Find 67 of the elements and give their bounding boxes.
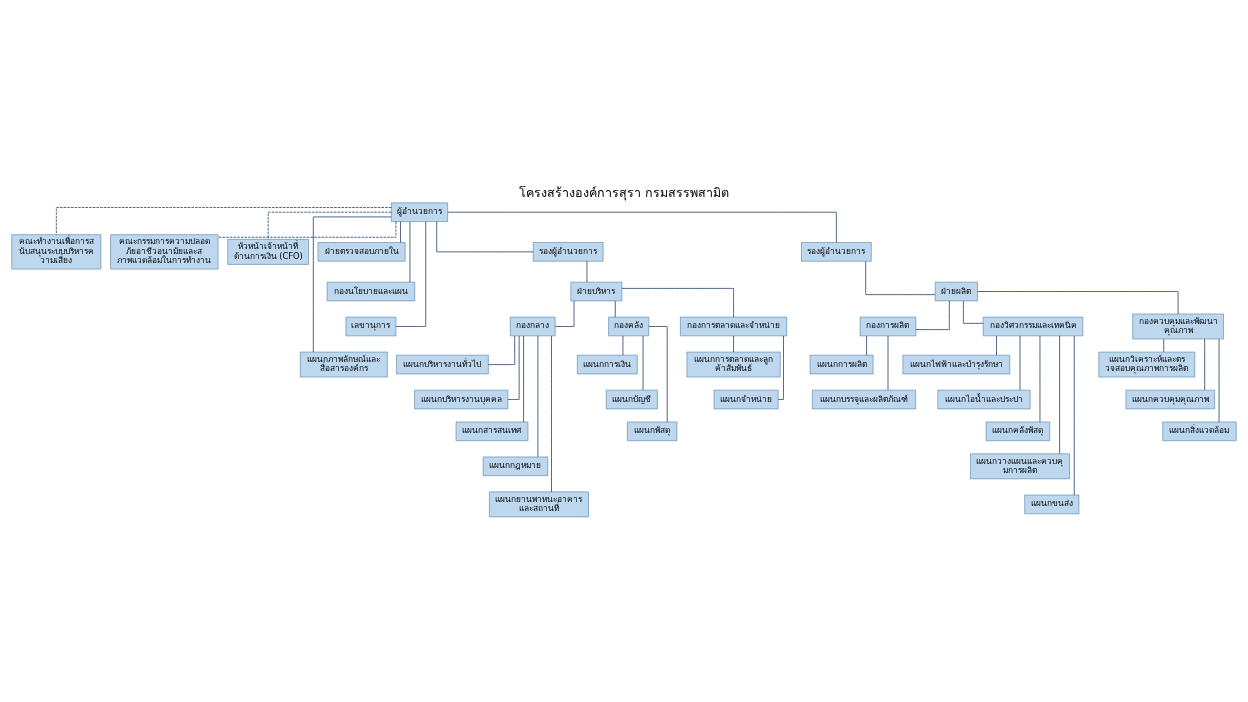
connector <box>488 335 516 365</box>
node-box: แผนกวิเคราะห์และตรวจสอบคุณภาพการผลิต <box>1098 351 1196 378</box>
node-box: ฝ่ายผลิต <box>934 281 978 302</box>
connector <box>614 300 616 318</box>
connector <box>447 211 837 243</box>
connector <box>996 335 997 356</box>
connector <box>733 335 734 353</box>
connector <box>1073 335 1075 496</box>
connector <box>436 221 534 253</box>
node-box: แผนกไฟฟ้าและบำรุงรักษา <box>902 354 1011 375</box>
node-box: แผนกกฎหมาย <box>482 456 549 476</box>
node-box: แผนกการเงิน <box>577 354 638 375</box>
connector <box>621 288 734 318</box>
connector <box>866 335 867 356</box>
connector <box>1163 338 1165 353</box>
node-box: กองวิศวกรรมและเทคนิค <box>982 316 1084 337</box>
connector <box>400 221 401 243</box>
node-box: กองกลาง <box>510 316 556 337</box>
connector <box>1059 335 1061 454</box>
node-box: แผนกบริหารงานทั่วไป <box>396 354 489 375</box>
connector <box>523 335 524 423</box>
connector <box>395 221 427 327</box>
node-box: คณะทำงานเพื่อการสนับสนุนระบบบริหารความเสี่ยง <box>11 234 102 270</box>
node-box: กองการตลาดและจำหน่าย <box>680 316 788 337</box>
connector <box>977 291 1179 315</box>
node-box: แผนกจำหน่าย <box>713 389 779 410</box>
node-box: รองผู้อำนวยการ <box>801 242 872 262</box>
node-box: แผนกบริหารงานบุคคล <box>414 389 509 410</box>
node-box: แผนกยานพาหนะอาคารและสถานที่ <box>489 491 589 518</box>
node-box: แผนกไอน้ำและประปา <box>937 389 1031 410</box>
connector <box>915 300 950 330</box>
node-box: แผนกควบคุมคุณภาพ <box>1125 389 1215 410</box>
node-box: กองคลัง <box>608 316 650 337</box>
connector <box>312 216 392 353</box>
node-box: แผนกบัญชี <box>606 389 658 410</box>
node-box: แผนกสารสนเทศ <box>455 421 529 441</box>
connector <box>217 221 397 238</box>
connector <box>554 300 575 327</box>
node-box: แผนกขนส่ง <box>1024 494 1080 515</box>
node-box: ผู้อำนวยการ <box>391 202 448 222</box>
node-box: แผนกการผลิต <box>809 354 874 375</box>
connector <box>648 326 668 423</box>
node-box: หัวหน้าเจ้าหน้าที่ด้านการเงิน (CFO) <box>227 239 309 265</box>
node-box: แผนกคลังพัสดุ <box>985 421 1050 441</box>
node-box: คณะกรรมการความปลอดภัยอาชีวอนามัยและสภาพแวดล้อมในการทำงาน <box>110 234 219 270</box>
diagram-title: โครงสร้างองค์การสุรา กรมสรรพสามิต <box>519 185 729 201</box>
node-box: แผนกพัสดุ <box>627 421 678 441</box>
connector <box>507 335 520 400</box>
node-box: รองผู้อำนวยการ <box>532 242 604 262</box>
node-box: ฝ่ายตรวจสอบภายใน <box>317 242 406 262</box>
node-box: เลขานุการ <box>345 316 397 337</box>
connector <box>865 261 936 296</box>
node-box: กองการผลิต <box>859 316 917 337</box>
node-box: แผนกภาพลักษณ์และสื่อสารองค์กร <box>300 351 388 378</box>
connector <box>55 207 392 235</box>
node-box: แผนกบรรจุและผลิตภัณฑ์ <box>812 389 916 410</box>
connector <box>777 335 784 400</box>
node-box: ฝ่ายบริหาร <box>570 281 623 302</box>
node-box: แผนกการตลาดและลูกค้าสัมพันธ์ <box>686 351 781 378</box>
node-box: แผนกวางแผนและควบคุมการผลิต <box>970 453 1070 480</box>
node-box: แผนกสิ่งแวดล้อม <box>1162 421 1237 441</box>
node-box: กองควบคุมและพัฒนาคุณภาพ <box>1132 313 1224 340</box>
connector <box>267 211 392 240</box>
connector <box>963 300 984 324</box>
node-box: กองนโยบายและแผน <box>326 281 416 302</box>
connector <box>1204 338 1206 391</box>
connector <box>551 335 552 493</box>
